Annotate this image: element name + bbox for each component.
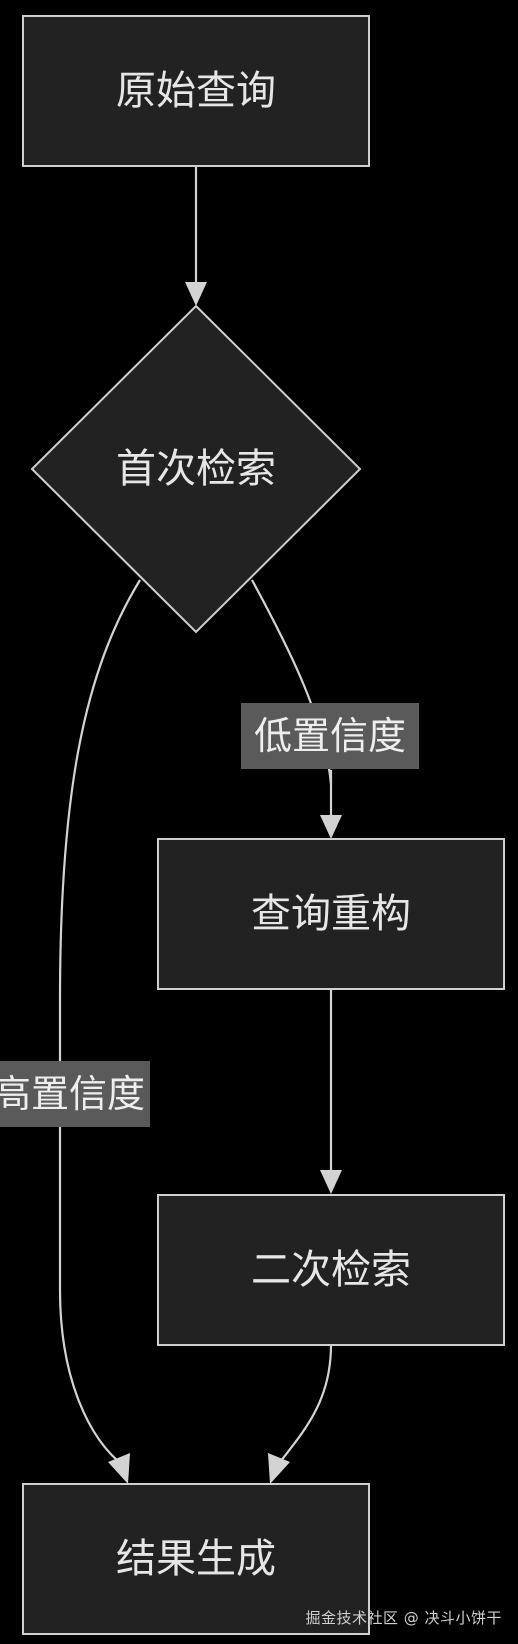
edge-first-retrieval-to-result xyxy=(58,579,141,1484)
watermark: 掘金技术社区 @ 决斗小饼干 xyxy=(305,1609,502,1627)
node-result-generation: 结果生成 xyxy=(22,1483,370,1635)
edge-rewrite-to-second-retrieval xyxy=(320,990,342,1194)
edge-label-low-confidence: 低置信度 xyxy=(241,703,419,769)
edge-query-to-first-retrieval xyxy=(185,166,207,306)
edge-second-retrieval-to-result xyxy=(268,1344,333,1484)
node-first-retrieval-label: 首次检索 xyxy=(116,446,276,492)
high-confidence-label: 高置信度 xyxy=(0,1072,145,1116)
node-second-retrieval-label: 二次检索 xyxy=(251,1247,411,1293)
node-first-retrieval: 首次检索 xyxy=(30,304,362,634)
node-original-query: 原始查询 xyxy=(22,15,370,167)
node-original-query-label: 原始查询 xyxy=(116,68,276,114)
edge-label-high-confidence: 高置信度 xyxy=(0,1061,150,1127)
node-second-retrieval: 二次检索 xyxy=(157,1194,505,1346)
node-query-rewrite-label: 查询重构 xyxy=(251,891,411,937)
node-result-generation-label: 结果生成 xyxy=(116,1536,276,1582)
node-query-rewrite: 查询重构 xyxy=(157,838,505,990)
low-confidence-label: 低置信度 xyxy=(254,714,406,758)
